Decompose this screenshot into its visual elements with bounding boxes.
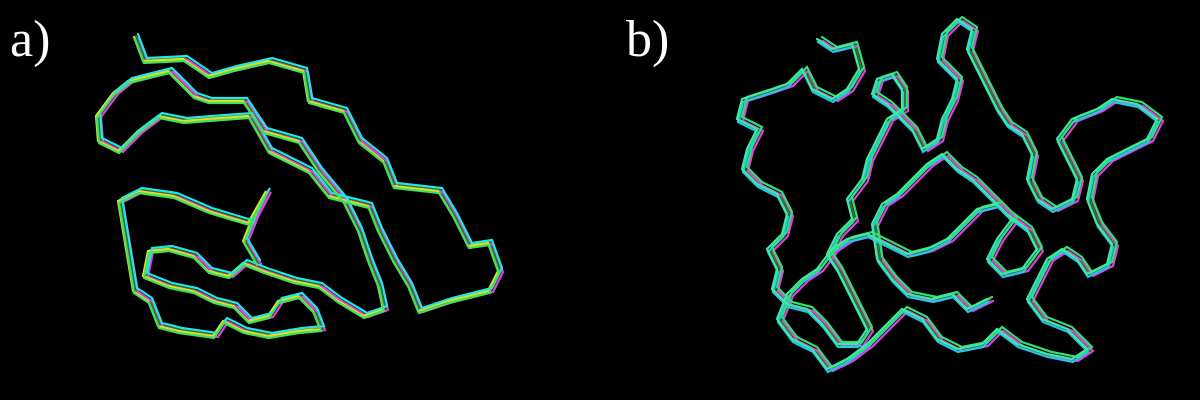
panel-a-label: a) bbox=[10, 11, 51, 68]
backbone-b-trace-5 bbox=[735, 17, 1159, 371]
backbone-a-trace-4 bbox=[98, 32, 504, 335]
protein-backbone-overlay-b bbox=[735, 15, 1165, 374]
protein-backbone-overlay-a bbox=[94, 32, 505, 340]
backbone-b-trace-3 bbox=[736, 20, 1160, 374]
panel-b: b) bbox=[600, 0, 1200, 400]
panel-a: a) bbox=[10, 11, 505, 340]
backbone-b-trace-4 bbox=[740, 15, 1164, 369]
panel-b-label: b) bbox=[626, 11, 670, 68]
backbone-a-trace-1 bbox=[96, 34, 502, 337]
backbone-a-trace-5 bbox=[95, 37, 501, 340]
